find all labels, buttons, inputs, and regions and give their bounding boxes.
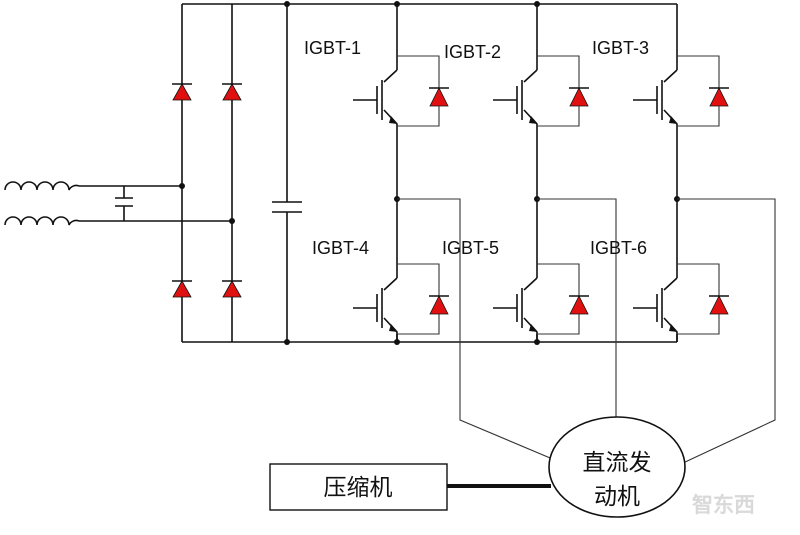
inductor-coil (4, 181, 80, 191)
filter-capacitor (115, 186, 133, 221)
igbt-4 (352, 249, 450, 343)
bridge-diode (221, 83, 243, 101)
compressor-label: 压缩机 (324, 475, 393, 501)
dc-motor: 直流发 动机 (548, 416, 686, 518)
igbt-1-label: IGBT-1 (304, 38, 361, 58)
igbt-1 (352, 41, 450, 135)
igbt-2-label: IGBT-2 (444, 42, 501, 62)
igbt-5-label: IGBT-5 (442, 238, 499, 258)
phase-outputs (397, 198, 776, 464)
rectifier-bridge (171, 3, 677, 343)
igbt-6 (632, 249, 730, 343)
bridge-diode (171, 280, 193, 298)
motor-label-line1: 直流发 (583, 450, 652, 476)
igbt-3-label: IGBT-3 (592, 38, 649, 58)
inductor-coil (4, 216, 80, 226)
igbt-5 (492, 249, 590, 343)
igbt-6-label: IGBT-6 (590, 238, 647, 258)
igbt-4-label: IGBT-4 (312, 238, 369, 258)
watermark-logo: 智东西 (692, 493, 755, 517)
bridge-diode (221, 280, 243, 298)
compressor: 压缩机 (269, 463, 448, 511)
ac-input (4, 181, 232, 226)
motor-label-line2: 动机 (594, 484, 640, 510)
igbt-2 (492, 41, 590, 135)
dc-link-capacitor (272, 1, 302, 345)
bridge-diode (171, 83, 193, 101)
inverter-legs (352, 1, 730, 345)
